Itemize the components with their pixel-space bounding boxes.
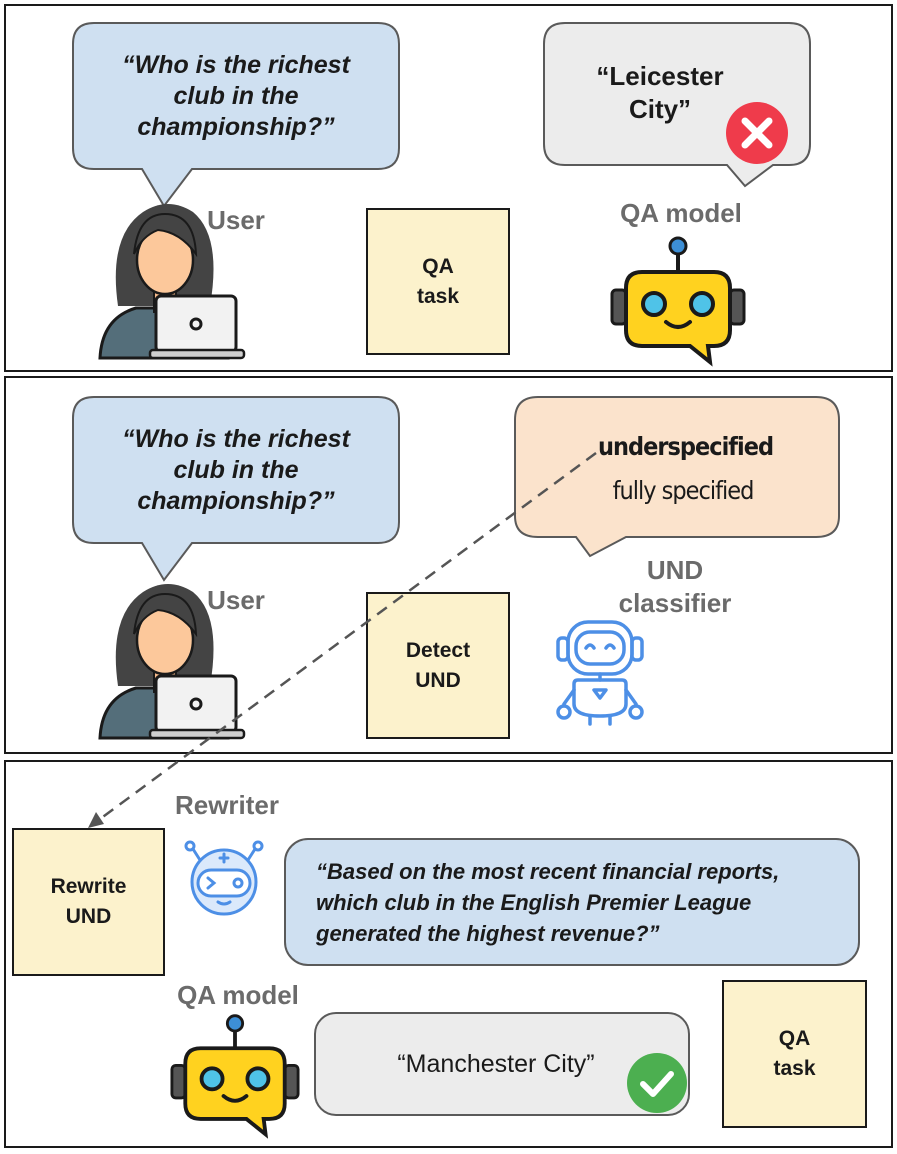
user-label: User	[207, 205, 265, 235]
question-text: “Who is the richest club in the champion…	[122, 424, 350, 515]
detect-und-note: Detect UND	[366, 592, 510, 739]
robot-chat-icon	[610, 236, 746, 367]
rewritten-question-text: “Based on the most recent financial repo…	[316, 859, 780, 946]
detect-und-label: Detect UND	[405, 638, 471, 692]
rewrite-und-note: Rewrite UND	[12, 828, 165, 976]
check-icon	[626, 1052, 688, 1114]
user-label: User	[207, 585, 265, 615]
user-laptop-icon	[98, 196, 248, 360]
qa-task-note: QA task	[722, 980, 867, 1128]
robot-chat-icon	[170, 1012, 300, 1139]
und-classifier-label: UND classifier	[618, 555, 732, 618]
robot-outline-icon	[554, 618, 646, 728]
robot-head-icon	[184, 840, 266, 916]
qa-task-label: QA task	[416, 254, 460, 308]
question-bubble: “Who is the richest club in the champion…	[72, 396, 400, 582]
rewrite-und-label: Rewrite UND	[50, 875, 127, 928]
answer-bubble: “Leicester City”	[543, 22, 811, 188]
question-bubble: “Who is the richest club in the champion…	[72, 22, 400, 208]
question-text: “Who is the richest club in the champion…	[122, 50, 350, 141]
rewriter-label: Rewriter	[174, 790, 280, 820]
option-fully-specified: fully specified	[612, 476, 755, 505]
question-bubble-shape	[72, 22, 400, 208]
qa-model-label: QA model	[177, 980, 299, 1010]
answer-bubble: “Manchester City”	[314, 1012, 690, 1116]
classifier-bubble: underspecified fully specified	[514, 396, 840, 558]
qa-task-label: QA task	[773, 1027, 816, 1080]
rewritten-question-bubble: “Based on the most recent financial repo…	[284, 838, 860, 966]
cross-icon	[725, 101, 789, 165]
answer-text: “Leicester City”	[596, 61, 724, 124]
qa-task-note: QA task	[366, 208, 510, 355]
answer-text: “Manchester City”	[397, 1050, 595, 1078]
option-underspecified: underspecified	[598, 432, 774, 461]
qa-model-label: QA model	[620, 198, 742, 228]
